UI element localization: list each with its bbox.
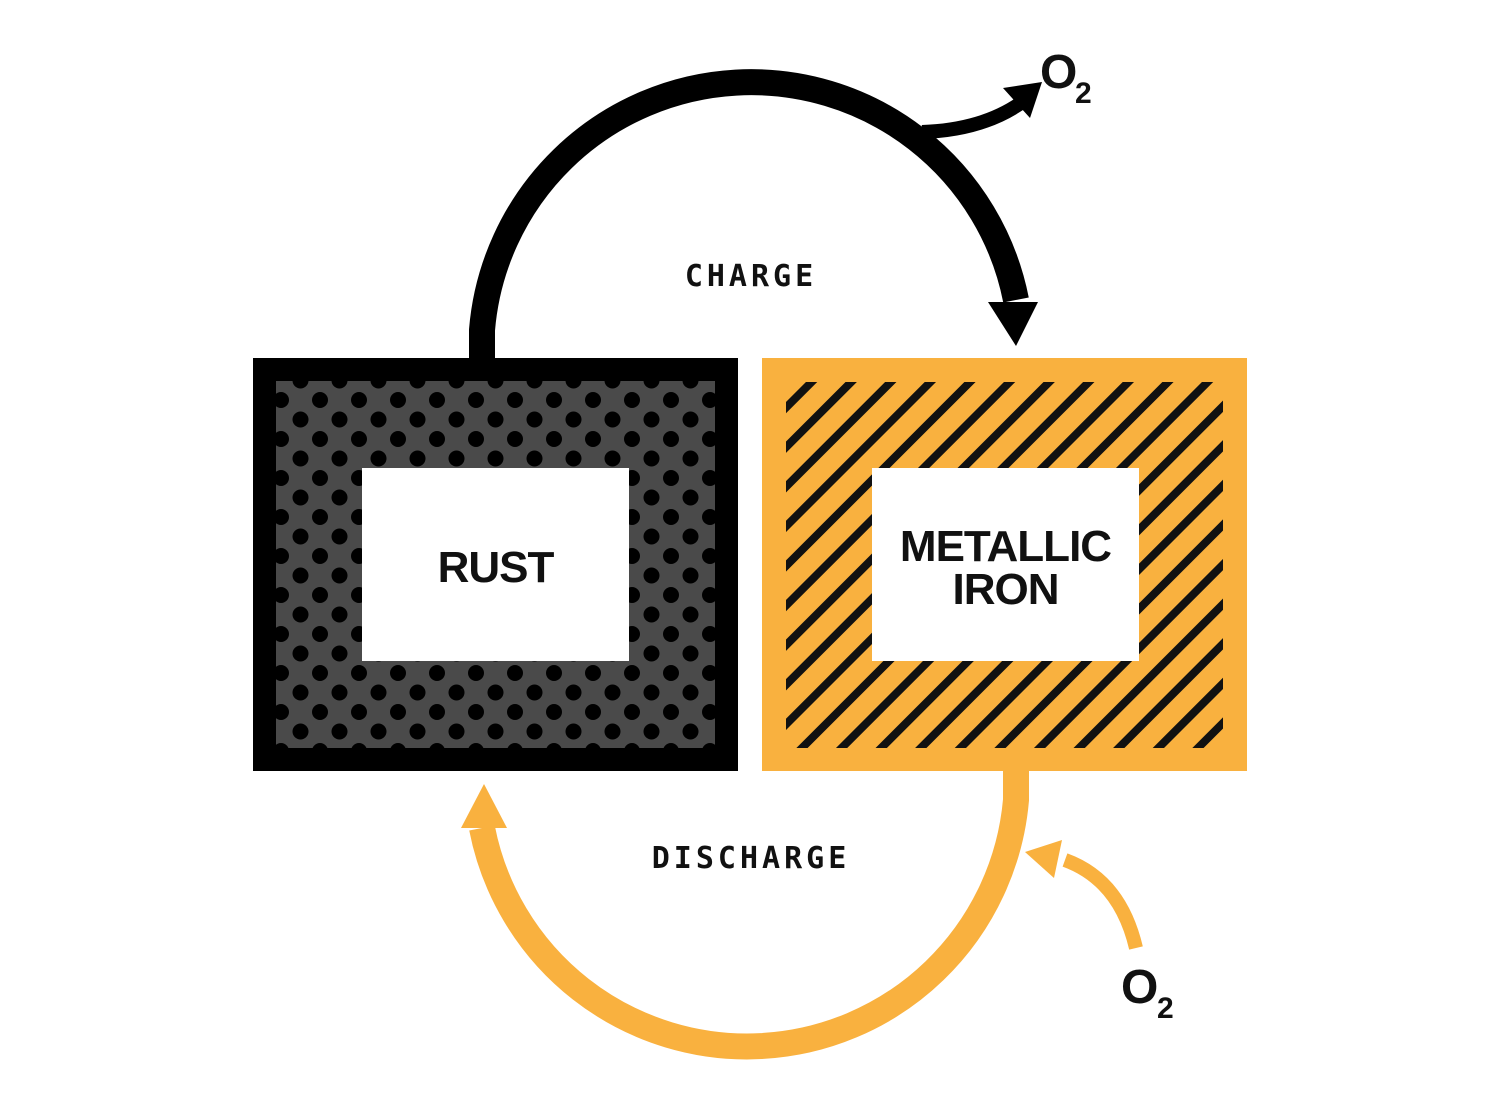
o2-consumed-label: O 2: [1121, 961, 1174, 1025]
discharge-arrow: [461, 770, 1143, 1060]
iron-label-panel: [872, 468, 1139, 661]
metallic-iron-box: METALLIC IRON: [762, 358, 1247, 771]
rust-label: RUST: [438, 543, 555, 592]
o2-intake-arrow: [1062, 853, 1143, 950]
iron-label-line1: METALLIC: [900, 522, 1111, 571]
o2-release-arrow-head: [1003, 82, 1042, 118]
o2-intake-arrow-head: [1025, 840, 1062, 878]
iron-label-line2: IRON: [953, 565, 1059, 614]
o2-released-symbol: O: [1040, 46, 1077, 99]
o2-consumed-symbol: O: [1121, 961, 1158, 1014]
charge-arrow: [469, 69, 1042, 358]
discharge-arrow-arc: [469, 770, 1029, 1060]
o2-released-label: O 2: [1040, 46, 1092, 110]
charge-arrow-head: [988, 302, 1038, 346]
charge-label: CHARGE: [685, 259, 817, 294]
o2-consumed-subscript: 2: [1157, 992, 1174, 1025]
rust-label-panel: [362, 468, 629, 661]
discharge-arrow-head: [461, 784, 507, 828]
charge-arrow-arc: [469, 69, 1029, 358]
rust-box: RUST: [253, 358, 738, 771]
discharge-label: DISCHARGE: [652, 841, 851, 876]
o2-release-arrow: [921, 94, 1030, 139]
o2-released-subscript: 2: [1075, 77, 1092, 110]
